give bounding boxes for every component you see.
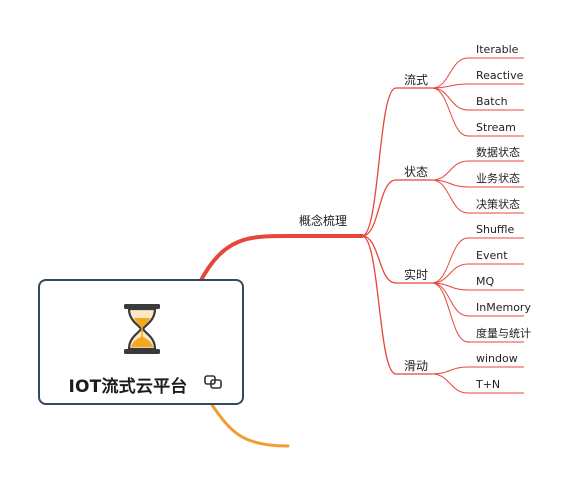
subtopic[interactable]: InMemory [476, 301, 531, 314]
subtopic[interactable]: MQ [476, 275, 495, 288]
subtopic[interactable]: Iterable [476, 43, 519, 56]
connector-l2 [431, 83, 524, 89]
branch-connector-secondary [210, 403, 290, 448]
connector-l2 [431, 282, 524, 291]
root-topic[interactable]: IOT流式云平台 [38, 279, 244, 405]
connector-l1 [361, 235, 432, 375]
subtopic[interactable]: Batch [476, 95, 508, 108]
topic-1[interactable]: 流式 [404, 73, 429, 87]
subtopic[interactable]: Shuffle [476, 223, 515, 236]
topic-concept[interactable]: 概念梳理 [299, 214, 348, 228]
topic-2[interactable]: 状态 [404, 165, 429, 179]
connector-l1 [361, 179, 432, 237]
subtopic[interactable]: 业务状态 [476, 172, 520, 185]
subtopic[interactable]: 决策状态 [476, 198, 520, 211]
connector-l2 [431, 366, 524, 375]
topic-3[interactable]: 实时 [404, 268, 429, 282]
subtopic[interactable]: 数据状态 [476, 146, 520, 159]
subtopic[interactable]: Stream [476, 121, 516, 134]
connector-l2 [431, 179, 524, 214]
connector-l2 [431, 160, 524, 181]
connector-l2 [431, 57, 524, 89]
connector-l1 [361, 87, 432, 237]
root-title: IOT流式云平台 [68, 377, 188, 397]
connector-l2 [431, 263, 524, 284]
subtopic[interactable]: T+N [476, 378, 501, 391]
subtopic[interactable]: Event [476, 249, 508, 262]
connector-l2 [431, 373, 524, 394]
link-icon[interactable] [204, 375, 222, 389]
topic-4[interactable]: 滑动 [404, 359, 429, 373]
connector-l2 [431, 237, 524, 284]
connector-l1 [361, 235, 432, 284]
connector-l2 [431, 282, 524, 343]
connector-l2 [431, 179, 524, 188]
branch-connector-main [198, 233, 364, 284]
subtopic[interactable]: Reactive [476, 69, 524, 82]
connector-l2 [431, 282, 524, 317]
subtopic[interactable]: window [476, 352, 518, 365]
connector-l2 [431, 87, 524, 137]
hourglass-icon [124, 304, 160, 354]
subtopic[interactable]: 度量与统计 [476, 327, 531, 340]
connector-l2 [431, 87, 524, 111]
